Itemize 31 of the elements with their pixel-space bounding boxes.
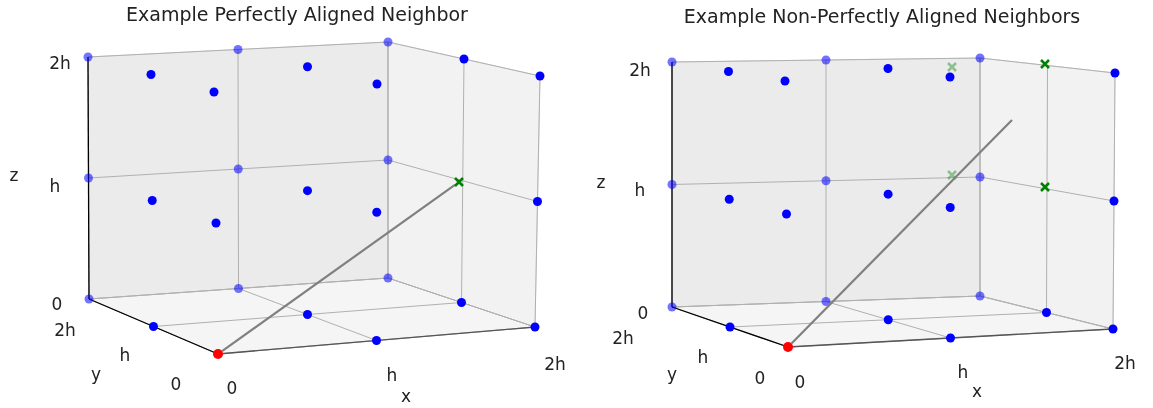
axis-tick-label: 0 [637, 304, 649, 322]
axis-tick-label: y [90, 365, 102, 383]
axis-tick-label: h [386, 366, 398, 384]
axis-tick-label: x [971, 382, 983, 400]
axis-tick-label: h [697, 348, 709, 366]
axis-tick-label: 2h [1114, 354, 1136, 372]
point-marker [213, 349, 223, 359]
axis-tick-label: 0 [794, 373, 806, 391]
plot-title: Example Non-Perfectly Aligned Neighbors [683, 6, 1081, 26]
axis-tick-label: h [634, 181, 646, 199]
axis-tick-label: 2h [544, 355, 566, 373]
axis-tick-label: 2h [629, 61, 651, 79]
line-segment [790, 119, 1013, 345]
axis-tick-label: 0 [226, 379, 238, 397]
axis-tick-label: y [666, 365, 678, 383]
axis-tick-label: 2h [612, 329, 634, 347]
axis-tick-label: z [9, 166, 19, 184]
axis-tick-label: h [119, 346, 131, 364]
axis-tick-label: h [957, 363, 969, 381]
axis-tick-label: 0 [170, 375, 182, 393]
axis-tick-label: 0 [754, 369, 766, 387]
plot-title: Example Perfectly Aligned Neighbor [126, 4, 468, 24]
axis-tick-label: z [596, 173, 606, 191]
line-segment [221, 184, 456, 352]
cross-marker [454, 177, 464, 187]
axis-tick-label: 2h [49, 54, 71, 72]
point-marker [783, 342, 793, 352]
axis-tick-label: x [400, 387, 412, 405]
axis-tick-label: 0 [51, 295, 63, 313]
axis-tick-label: 2h [54, 321, 76, 339]
axis-tick-label: h [49, 177, 61, 195]
